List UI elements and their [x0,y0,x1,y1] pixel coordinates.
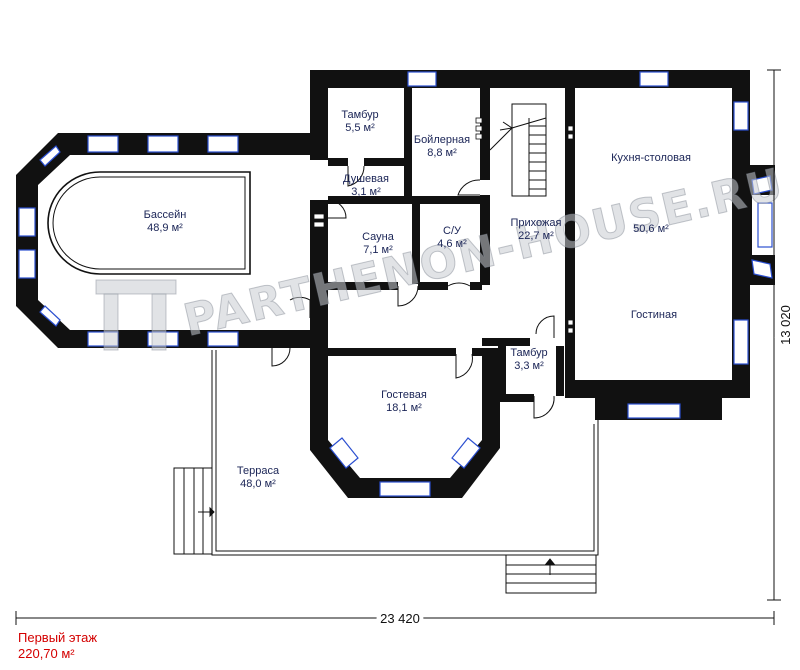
room-name-boiler: Бойлерная [414,134,470,146]
room-name-wc: С/У [443,225,462,237]
room-name-vestibule1: Тамбур [341,109,378,121]
dimension-depth [767,69,781,601]
watermark-logo [95,279,177,351]
pool-basin [47,171,251,275]
dimension-width-label: 23 420 [380,611,420,626]
vent-grilles [313,117,574,334]
room-area-boiler: 8,8 м² [427,147,457,159]
floor-name: Первый этаж [18,630,98,645]
room-name-living: Гостиная [631,309,677,321]
room-name-vestibule2: Тамбур [510,347,547,359]
main-windows [329,71,773,497]
watermark-text: PARTHENON-HOUSE.RU [179,159,789,347]
dimension-depth-label: 13 020 [778,305,793,345]
room-name-kitchen: Кухня-столовая [611,152,691,164]
floor-area: 220,70 м² [18,646,75,661]
room-area-kitchen: 50,6 м² [633,223,669,235]
room-area-vestibule1: 5,5 м² [345,122,375,134]
staircase [489,103,547,197]
pool-basin-inner [52,176,246,270]
entry-arrows [198,506,556,575]
dimension-width [15,611,775,625]
room-area-vestibule2: 3,3 м² [514,360,544,372]
room-area-shower: 3,1 м² [351,186,381,198]
room-area-guest: 18,1 м² [386,402,422,414]
room-name-hall: Прихожая [511,217,562,229]
room-labels: Бассейн 48,9 м² Тамбур 5,5 м² Бойлерная … [144,109,691,490]
watermark: PARTHENON-HOUSE.RU [95,158,790,351]
room-area-hall: 22,7 м² [518,230,554,242]
doors [271,159,555,419]
room-area-wc: 4,6 м² [437,238,467,250]
room-name-shower: Душевая [343,173,389,185]
room-area-sauna: 7,1 м² [363,244,393,256]
room-name-pool: Бассейн [144,209,187,221]
room-name-terrace: Терраса [237,465,280,477]
room-name-guest: Гостевая [381,389,427,401]
pool-windows [18,135,239,347]
terrace-outline [173,350,599,594]
room-name-sauna: Сауна [362,231,395,243]
room-area-terrace: 48,0 м² [240,478,276,490]
room-area-pool: 48,9 м² [147,222,183,234]
floor-caption: Первый этаж 220,70 м² [18,630,97,662]
